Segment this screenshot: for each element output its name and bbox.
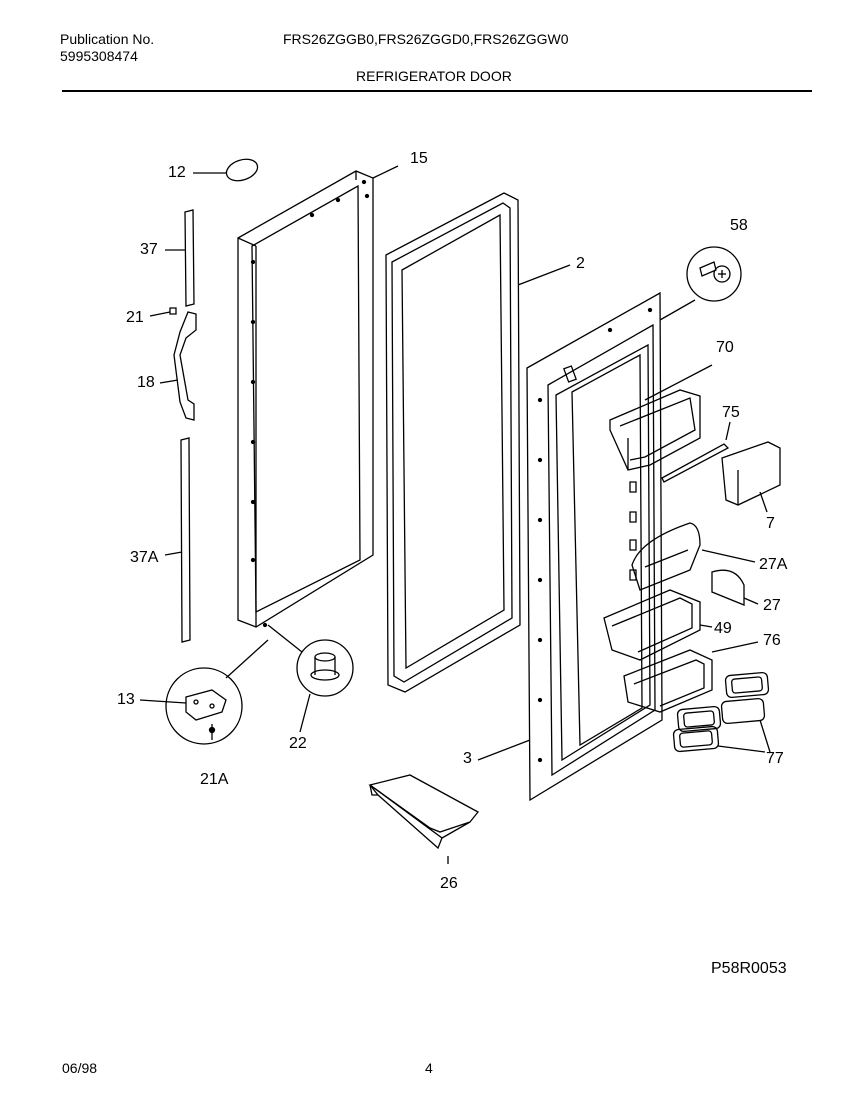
publication-label: Publication No. xyxy=(60,31,155,47)
callout-21: 21 xyxy=(126,309,144,326)
part-cap-22 xyxy=(268,625,353,732)
part-hinge-13 xyxy=(140,640,268,744)
model-numbers: FRS26ZGGB0,FRS26ZGGD0,FRS26ZGGW0 xyxy=(283,31,569,47)
part-door-shelf-49 xyxy=(604,590,712,660)
callout-13: 13 xyxy=(117,691,135,708)
part-hinge-18 xyxy=(160,312,196,420)
callout-26: 26 xyxy=(440,875,458,892)
part-dairy-door-27a xyxy=(632,523,755,590)
callout-37: 37 xyxy=(140,241,158,258)
part-bracket-27 xyxy=(712,570,758,605)
callout-37a: 37A xyxy=(130,549,159,566)
callout-22: 22 xyxy=(289,735,307,752)
part-door-gasket-2 xyxy=(386,193,570,692)
callout-3: 3 xyxy=(463,750,472,767)
part-rod-75 xyxy=(662,422,730,482)
part-containers-77 xyxy=(673,672,770,752)
callout-58: 58 xyxy=(730,217,748,234)
callout-21a: 21A xyxy=(200,771,229,788)
callout-18: 18 xyxy=(137,374,155,391)
callout-15: 15 xyxy=(410,150,428,167)
part-door-shelf-76 xyxy=(624,642,758,712)
callout-27: 27 xyxy=(763,597,781,614)
diagram-code: P58R0053 xyxy=(711,960,787,977)
callout-27a: 27A xyxy=(759,556,788,573)
part-door-frame-15 xyxy=(238,166,398,627)
callout-76: 76 xyxy=(763,632,781,649)
part-bin-26 xyxy=(370,775,478,864)
callout-12: 12 xyxy=(168,164,186,181)
callout-70: 70 xyxy=(716,339,734,356)
page-number: 4 xyxy=(425,1060,433,1076)
callout-77: 77 xyxy=(766,750,784,767)
section-title: REFRIGERATOR DOOR xyxy=(356,68,512,84)
part-door-bin-70 xyxy=(610,365,712,470)
part-strip-37 xyxy=(165,210,194,306)
publication-number: 5995308474 xyxy=(60,48,138,64)
part-trim-7 xyxy=(722,442,780,512)
footer-date: 06/98 xyxy=(62,1060,98,1076)
part-screw-21 xyxy=(150,308,176,316)
header-rule xyxy=(62,90,812,92)
part-badge-12 xyxy=(193,156,260,185)
part-screw-58 xyxy=(687,247,741,301)
callout-49: 49 xyxy=(714,620,732,637)
callout-2: 2 xyxy=(576,255,585,272)
part-strip-37a xyxy=(165,438,190,642)
callout-7: 7 xyxy=(766,515,775,532)
callout-75: 75 xyxy=(722,404,740,421)
